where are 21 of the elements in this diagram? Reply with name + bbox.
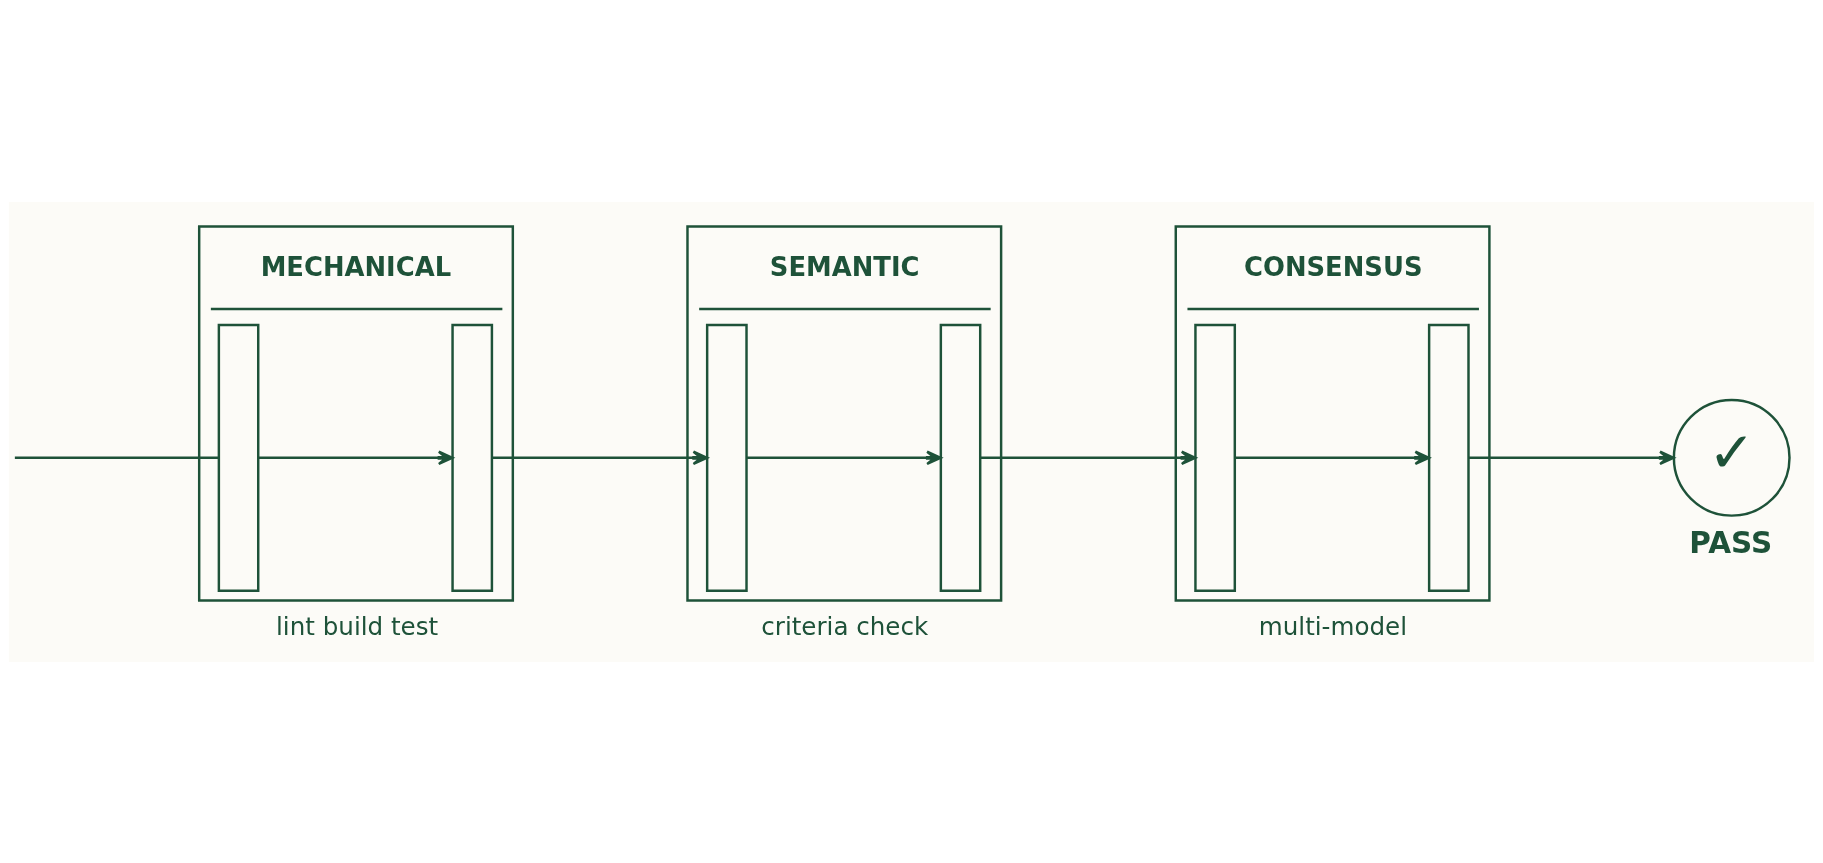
cluster: CONSENSUS	[1174, 224, 1491, 602]
node-label: multi-model	[1258, 611, 1408, 641]
arrow	[746, 450, 942, 465]
arrow	[258, 450, 454, 465]
node-bar	[451, 323, 494, 592]
node-label: criteria check	[761, 611, 929, 641]
arrow	[980, 450, 1197, 465]
arrow	[1234, 450, 1431, 465]
node-bar	[1427, 323, 1470, 592]
node-bar	[705, 323, 748, 592]
arrow	[492, 450, 709, 465]
node-bar	[217, 323, 260, 592]
node-bar	[1194, 323, 1237, 592]
arrow	[1468, 450, 1675, 465]
node-label: lint build test	[276, 611, 439, 641]
node-bar	[939, 323, 982, 592]
connector	[14, 456, 219, 459]
cluster: MECHANICAL	[197, 224, 515, 602]
cluster: SEMANTIC	[686, 224, 1003, 602]
node-label: PASS	[1689, 525, 1773, 560]
node-circle: ✓	[1672, 398, 1791, 517]
